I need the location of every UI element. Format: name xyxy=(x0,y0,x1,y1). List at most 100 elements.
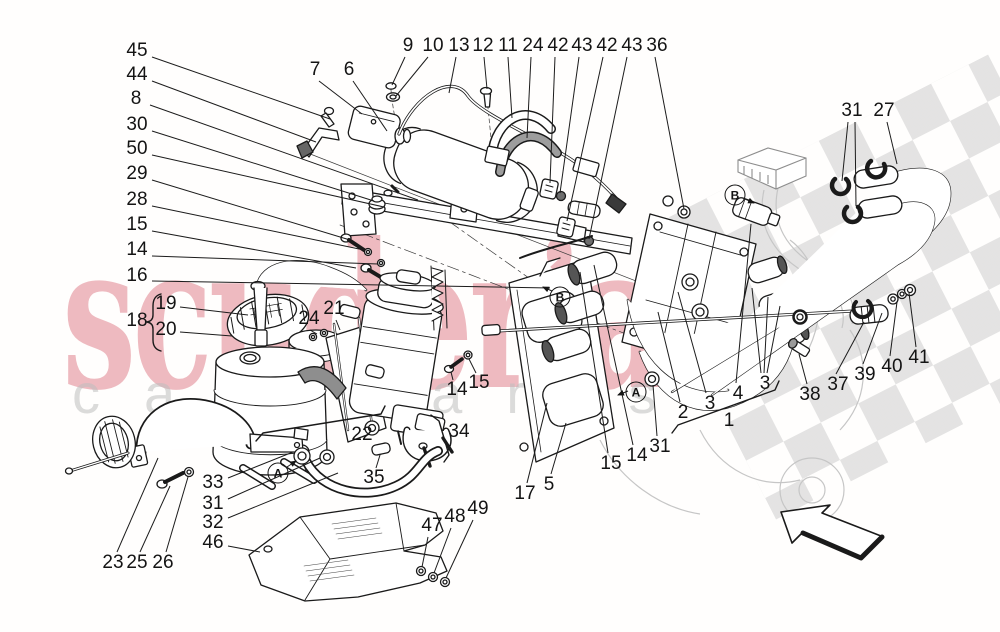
callout-31: 31 xyxy=(202,493,224,514)
pipes-assembly xyxy=(670,158,952,397)
callout-3: 3 xyxy=(704,393,716,414)
leader-line xyxy=(652,384,658,437)
leader-line xyxy=(151,56,331,120)
sensor-box xyxy=(347,82,412,149)
leader-line xyxy=(448,56,457,94)
callout-4: 4 xyxy=(732,383,744,404)
leader-line xyxy=(151,255,379,265)
leader-line xyxy=(908,292,917,348)
callout-24: 24 xyxy=(298,308,320,329)
leader-line xyxy=(179,306,249,316)
callout-37: 37 xyxy=(827,374,849,395)
leader-line xyxy=(375,454,381,469)
callout-8: 8 xyxy=(130,88,142,109)
leader-line xyxy=(566,56,604,222)
callout-45: 45 xyxy=(126,40,148,61)
callout-16: 16 xyxy=(126,265,148,286)
leader-line xyxy=(116,457,159,553)
leader-line xyxy=(352,80,388,132)
callout-13: 13 xyxy=(448,35,470,56)
callout-14: 14 xyxy=(446,379,468,400)
callout-40: 40 xyxy=(881,356,903,377)
leader-line xyxy=(151,130,375,202)
reference-arrow xyxy=(286,460,297,468)
leader-line xyxy=(677,291,707,394)
leader-line xyxy=(579,271,609,454)
screw-12 xyxy=(479,86,493,108)
callout-26: 26 xyxy=(152,552,174,573)
leader-line xyxy=(766,305,781,374)
leader-line xyxy=(559,56,580,194)
leader-line xyxy=(657,311,681,403)
leader-line xyxy=(507,56,513,119)
callout-25: 25 xyxy=(126,552,148,573)
callout-46: 46 xyxy=(202,532,224,553)
grommet-bushing xyxy=(368,184,400,215)
leader-line xyxy=(151,80,317,143)
leader-line xyxy=(588,56,628,240)
leader-line xyxy=(391,56,406,86)
group-brackets xyxy=(146,293,780,463)
leader-line xyxy=(526,56,532,139)
callout-50: 50 xyxy=(126,138,148,159)
leader-line xyxy=(550,422,567,475)
callout-43: 43 xyxy=(571,35,593,56)
callout-30: 30 xyxy=(126,114,148,135)
leader-line xyxy=(421,536,429,568)
leader-line xyxy=(151,154,385,208)
reference-marker-B: B xyxy=(724,184,746,206)
leader-line xyxy=(763,296,769,374)
leader-line xyxy=(318,80,363,115)
leader-line xyxy=(483,56,488,90)
callout-27: 27 xyxy=(873,100,895,121)
callout-41: 41 xyxy=(908,347,930,368)
callout-9: 9 xyxy=(402,35,414,56)
callout-49: 49 xyxy=(467,498,489,519)
callout-29: 29 xyxy=(126,163,148,184)
callout-31: 31 xyxy=(649,436,671,457)
leader-line xyxy=(751,287,762,374)
leader-line xyxy=(841,121,849,182)
leader-line xyxy=(165,476,189,553)
reference-marker-A: A xyxy=(625,381,647,403)
callout-44: 44 xyxy=(126,64,148,85)
callout-15: 15 xyxy=(126,214,148,235)
leader-line xyxy=(227,451,294,479)
reference-arrow xyxy=(744,197,755,204)
direction-arrow xyxy=(780,504,885,561)
callout-6: 6 xyxy=(343,59,355,80)
leader-line xyxy=(227,472,339,519)
leader-line xyxy=(889,301,898,357)
callout-2: 2 xyxy=(677,402,689,423)
harness-clips xyxy=(519,178,601,259)
reference-marker-B: B xyxy=(549,286,571,308)
leader-line xyxy=(450,371,454,381)
callout-14: 14 xyxy=(126,239,148,260)
callout-47: 47 xyxy=(421,515,443,536)
callout-42: 42 xyxy=(547,35,569,56)
callout-15: 15 xyxy=(468,372,490,393)
callout-10: 10 xyxy=(422,35,444,56)
leader-line xyxy=(735,223,752,384)
callout-11: 11 xyxy=(498,35,518,56)
leader-line xyxy=(798,353,808,385)
callout-5: 5 xyxy=(543,474,555,495)
callout-1: 1 xyxy=(723,410,735,431)
callout-23: 23 xyxy=(102,552,124,573)
retaining-straps xyxy=(484,110,600,178)
leader-line xyxy=(335,319,341,331)
leader-line xyxy=(309,329,318,335)
callout-7: 7 xyxy=(309,59,321,80)
leader-line xyxy=(468,358,477,374)
leader-line xyxy=(151,179,351,241)
callout-39: 39 xyxy=(854,364,876,385)
leader-line xyxy=(526,402,548,484)
mounting-rail xyxy=(340,183,633,255)
accumulator-cylinder xyxy=(383,126,539,223)
callout-33: 33 xyxy=(202,472,224,493)
callout-31: 31 xyxy=(841,100,863,121)
leader-line xyxy=(227,545,261,553)
callout-35: 35 xyxy=(363,467,385,488)
